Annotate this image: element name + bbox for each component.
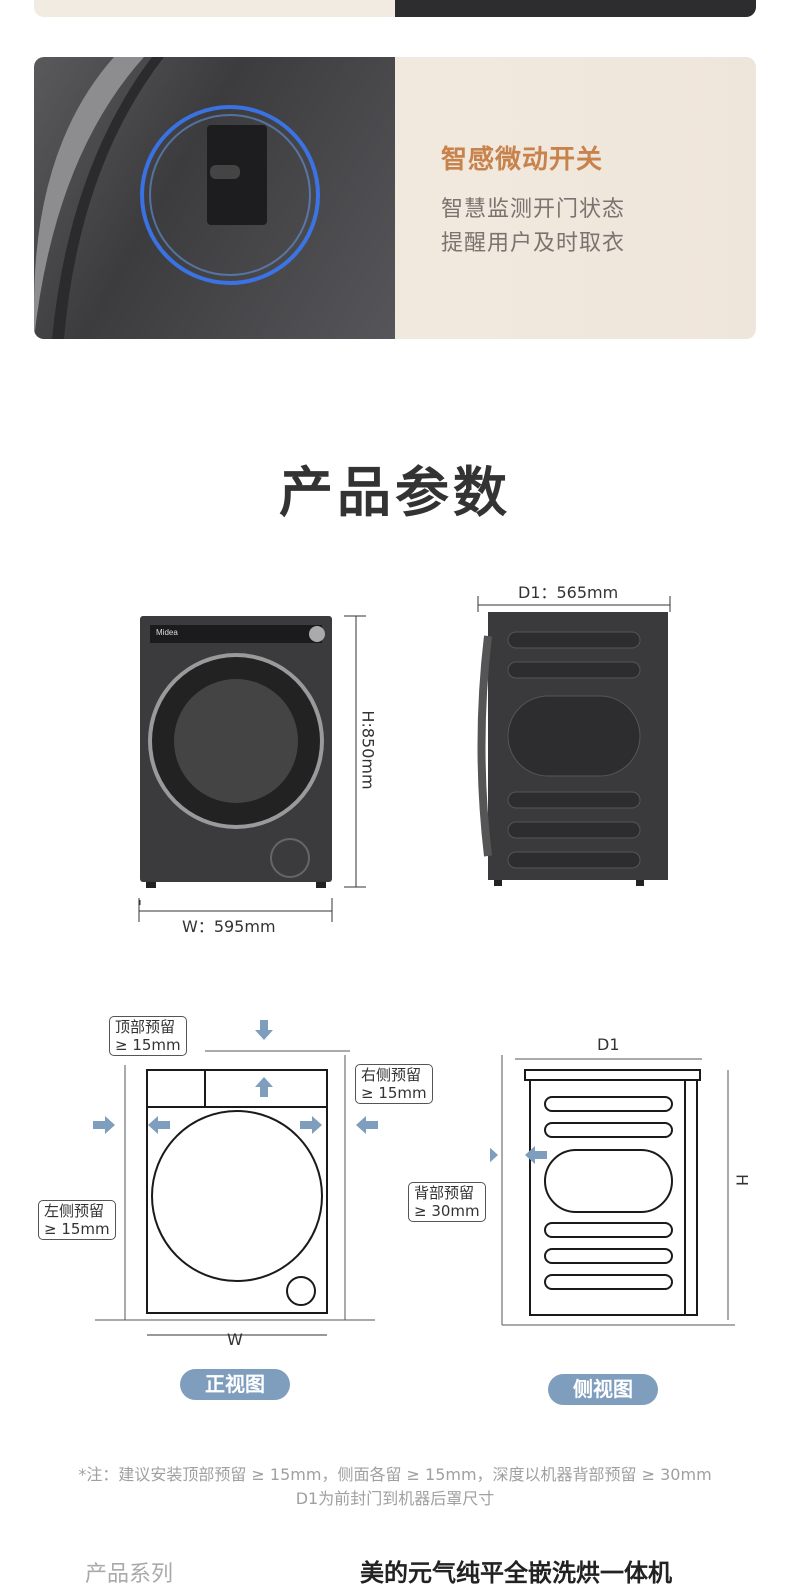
arrow-icons <box>93 1020 378 1134</box>
height-label: H:850mm <box>358 710 378 790</box>
spec-label: 产品系列 <box>85 1562 174 1587</box>
width-label: W：595mm <box>182 917 276 936</box>
previous-card-right <box>395 0 756 17</box>
left-clearance-label: 左侧预留≥ 15mm <box>38 1200 116 1240</box>
spec-value: 美的元气纯平全嵌洗烘一体机 <box>360 1559 672 1587</box>
feature-card: 智感微动开关 智慧监测开门状态 提醒用户及时取衣 <box>34 57 756 339</box>
note-line-1: *注：建议安装顶部预留 ≥ 15mm，侧面各留 ≥ 15mm，深度以机器背部预留… <box>78 1465 712 1484</box>
front-machine-image <box>139 615 366 905</box>
right-clearance-label: 右侧预留≥ 15mm <box>355 1064 433 1104</box>
d1-label: D1 <box>597 1035 620 1054</box>
side-machine-image <box>477 596 671 886</box>
w-label: W <box>227 1330 243 1349</box>
brand-logo-text: Midea <box>156 628 178 637</box>
top-clearance-label: 顶部预留≥ 15mm <box>109 1016 187 1056</box>
micro-switch-image <box>34 57 395 339</box>
front-install-diagram <box>93 1020 378 1336</box>
front-view-pill: 正视图 <box>180 1369 290 1400</box>
side-install-diagram <box>490 1055 735 1326</box>
back-clearance-label: 背部预留≥ 30mm <box>408 1182 486 1222</box>
feature-title: 智感微动开关 <box>441 145 604 175</box>
depth-label: D1：565mm <box>518 583 619 602</box>
side-view-pill: 侧视图 <box>548 1374 658 1405</box>
previous-card-left <box>34 0 395 17</box>
section-title: 产品参数 <box>279 461 511 524</box>
width-dimension-line <box>138 898 333 922</box>
h-label: H <box>732 1173 752 1187</box>
feature-line-2: 提醒用户及时取衣 <box>441 231 626 256</box>
feature-line-1: 智慧监测开门状态 <box>441 197 626 222</box>
note-line-2: D1为前封门到机器后罩尺寸 <box>295 1489 495 1508</box>
